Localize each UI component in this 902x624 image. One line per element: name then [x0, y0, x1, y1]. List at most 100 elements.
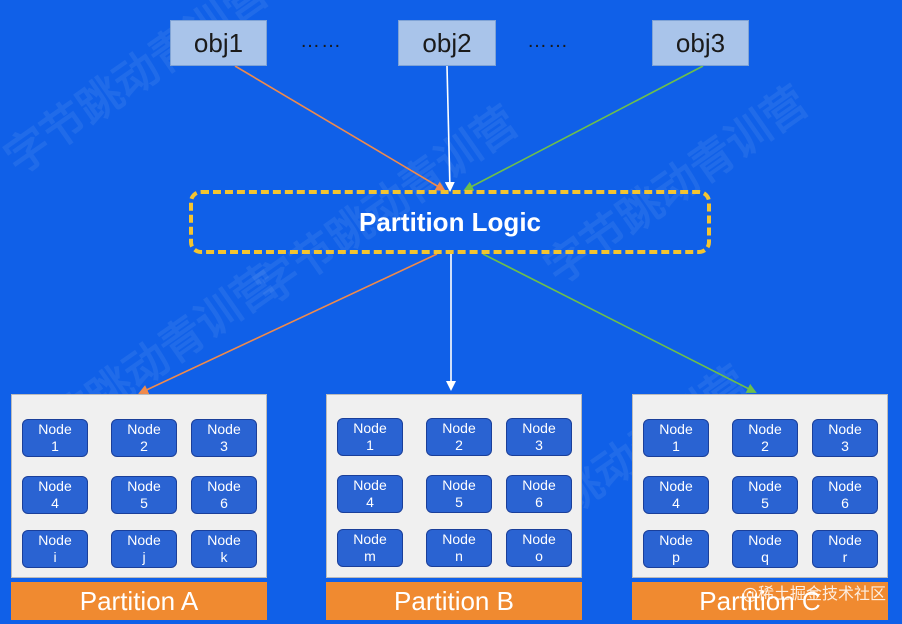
node-title: Node	[38, 421, 72, 437]
node-id: 5	[761, 495, 769, 511]
arrow-obj2-to-logic	[444, 65, 455, 192]
node-title: Node	[38, 478, 72, 494]
node-title: Node	[353, 477, 387, 493]
node-title: Node	[748, 421, 782, 437]
node-id: 1	[51, 438, 59, 454]
node-id: 6	[535, 494, 543, 510]
node-title: Node	[828, 421, 862, 437]
node-id: 2	[761, 438, 769, 454]
node-id: 4	[672, 495, 680, 511]
node-title: Node	[353, 531, 387, 547]
arrow-obj1-to-logic	[234, 65, 446, 192]
node-id: 4	[51, 495, 59, 511]
node-id: m	[364, 548, 376, 564]
footer-watermark: @稀土掘金技术社区	[741, 584, 886, 603]
obj2-box: obj2	[398, 20, 496, 66]
node-title: Node	[522, 420, 556, 436]
arrow-obj3-to-logic	[463, 65, 704, 191]
node-title: Node	[442, 420, 476, 436]
node-id: i	[53, 549, 57, 565]
node-title: Node	[127, 421, 161, 437]
node-id: 5	[140, 495, 148, 511]
node-title: Node	[353, 420, 387, 436]
node-title: Node	[748, 532, 782, 548]
node-id: n	[455, 548, 463, 564]
node-title: Node	[748, 478, 782, 494]
node-id: 3	[841, 438, 849, 454]
node-id: 1	[366, 437, 374, 453]
node-title: Node	[522, 531, 556, 547]
node-id: 6	[220, 495, 228, 511]
node-id: k	[220, 549, 228, 565]
partition-b-label: Partition B	[326, 582, 582, 620]
node-id: 2	[140, 438, 148, 454]
ellipsis-2: ……	[527, 30, 569, 52]
node-title: Node	[207, 532, 241, 548]
node-title: Node	[659, 478, 693, 494]
node-id: 2	[455, 437, 463, 453]
node-title: Node	[828, 478, 862, 494]
node-id: j	[142, 549, 146, 565]
node-title: Node	[442, 531, 476, 547]
node-id: o	[535, 548, 543, 564]
obj3-box: obj3	[652, 20, 749, 66]
partition-logic-label: Partition Logic	[359, 206, 541, 237]
partition-logic-box: Partition Logic	[189, 190, 711, 254]
obj1-box: obj1	[170, 20, 267, 66]
node-id: r	[842, 549, 848, 565]
node-title: Node	[207, 478, 241, 494]
node-id: 3	[220, 438, 228, 454]
arrow-logic-to-partition-c	[482, 253, 757, 393]
node-id: p	[672, 549, 680, 565]
node-title: Node	[522, 477, 556, 493]
partition-a-label: Partition A	[11, 582, 267, 620]
node-id: 1	[672, 438, 680, 454]
node-id: 6	[841, 495, 849, 511]
node-id: 4	[366, 494, 374, 510]
node-title: Node	[127, 478, 161, 494]
node-title: Node	[207, 421, 241, 437]
node-title: Node	[828, 532, 862, 548]
node-title: Node	[659, 532, 693, 548]
node-title: Node	[38, 532, 72, 548]
node-title: Node	[659, 421, 693, 437]
node-id: 5	[455, 494, 463, 510]
node-id: 3	[535, 437, 543, 453]
node-title: Node	[127, 532, 161, 548]
partition-c-label: Partition C	[632, 582, 888, 620]
ellipsis-1: ……	[300, 30, 342, 52]
arrow-logic-to-partition-a	[138, 253, 438, 395]
